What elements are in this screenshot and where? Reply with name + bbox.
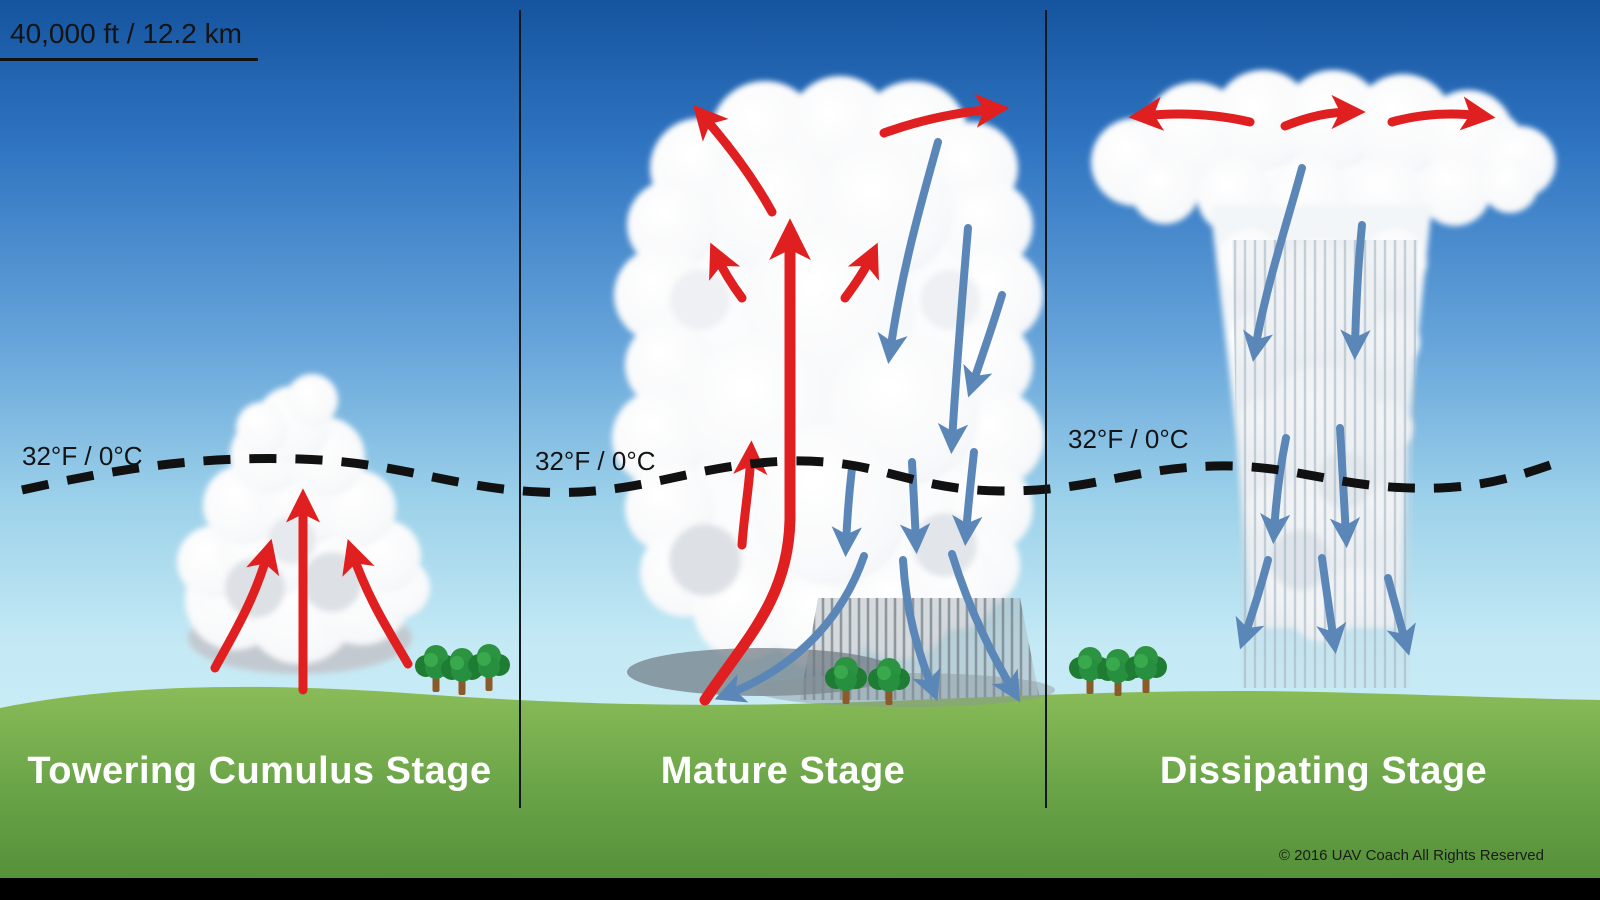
downdraft-arrow — [1316, 554, 1347, 655]
updraft-arrow — [879, 93, 1010, 138]
updraft-arrow — [1128, 96, 1255, 131]
downdraft-arrow — [948, 550, 1021, 703]
freezing-level-line — [21, 454, 1564, 498]
downdraft-arrow — [831, 464, 862, 558]
updraft-arrow — [840, 242, 879, 303]
downdraft-arrow — [877, 138, 942, 365]
tree-icon — [1125, 646, 1167, 693]
updraft-arrow — [1280, 94, 1366, 131]
downdraft-arrow — [1384, 574, 1416, 656]
panel-divider — [519, 10, 521, 808]
downdraft-arrow — [963, 291, 1006, 398]
downdraft-arrow — [1259, 434, 1291, 545]
updraft-arrow — [210, 538, 280, 673]
downdraft-arrow — [937, 224, 972, 455]
downdraft-arrow — [952, 448, 983, 547]
panel-divider — [1045, 10, 1047, 808]
downdraft-arrow — [1340, 221, 1371, 361]
downdraft-arrow — [899, 556, 941, 702]
rain-shaft-dissipating — [1232, 240, 1418, 688]
downdraft-arrow — [1235, 556, 1272, 650]
ground — [0, 686, 1600, 900]
bottom-bar — [0, 878, 1600, 900]
updraft-arrow — [342, 539, 413, 669]
updraft-arrow — [692, 104, 777, 217]
downdraft-arrow — [1243, 164, 1306, 362]
updraft-arrow — [1387, 96, 1496, 131]
downdraft-arrow — [714, 552, 868, 703]
altitude-underline — [0, 58, 258, 61]
updraft-arrow — [709, 242, 747, 303]
downdraft-arrow — [899, 458, 931, 555]
tree-icon — [468, 644, 510, 691]
